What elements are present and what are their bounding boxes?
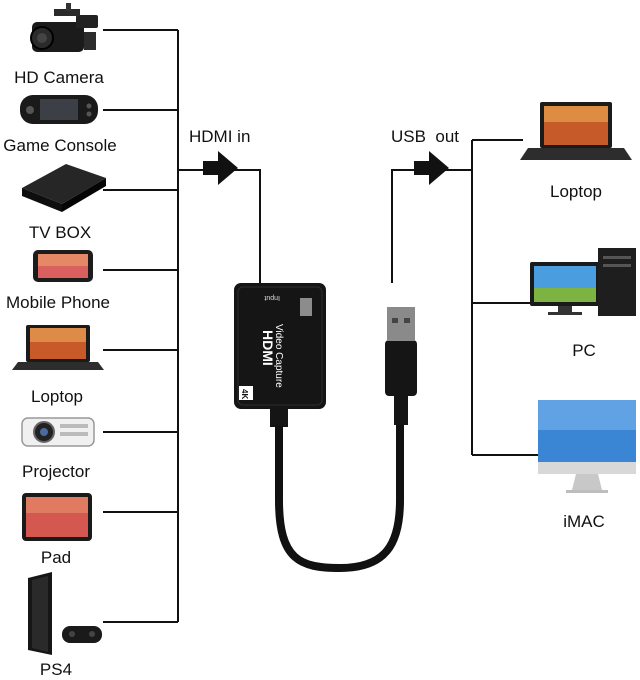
imac-icon <box>538 400 636 493</box>
label-pad: Pad <box>41 548 71 568</box>
ps4-icon <box>28 572 102 655</box>
label-pc: PC <box>572 341 596 361</box>
pc-icon <box>530 248 636 316</box>
video-capture-device: Input HDMI Video Capture 4K <box>234 283 326 427</box>
label-loptop-input: Loptop <box>31 387 83 407</box>
hd-camera-icon <box>31 3 98 52</box>
label-hdmi-in: HDMI in <box>189 127 250 147</box>
label-mobile-phone: Mobile Phone <box>6 293 110 313</box>
label-hd-camera: HD Camera <box>14 68 104 88</box>
label-imac: iMAC <box>563 512 605 532</box>
tv-box-icon <box>22 164 106 212</box>
projector-icon <box>22 418 94 446</box>
label-usb-out: USB out <box>391 127 459 147</box>
loptop-left-icon <box>12 325 104 370</box>
pad-icon <box>22 493 92 541</box>
loptop-right-icon <box>520 102 632 160</box>
label-game-console: Game Console <box>3 136 116 156</box>
usb-out-arrow-icon <box>414 151 449 185</box>
game-console-icon <box>20 95 98 124</box>
output-bus-lines <box>392 140 538 455</box>
label-ps4: PS4 <box>40 660 72 680</box>
device-name-text: Video Capture <box>273 324 284 388</box>
mobile-phone-icon <box>33 250 93 282</box>
label-projector: Projector <box>22 462 90 482</box>
hdmi-in-arrow-icon <box>203 151 238 185</box>
label-tv-box: TV BOX <box>29 223 91 243</box>
device-4k-badge: 4K <box>240 389 249 399</box>
device-port-label: Input <box>264 294 280 301</box>
usb-cable <box>279 420 400 568</box>
usb-plug <box>385 307 417 425</box>
label-loptop-output: Loptop <box>550 182 602 202</box>
